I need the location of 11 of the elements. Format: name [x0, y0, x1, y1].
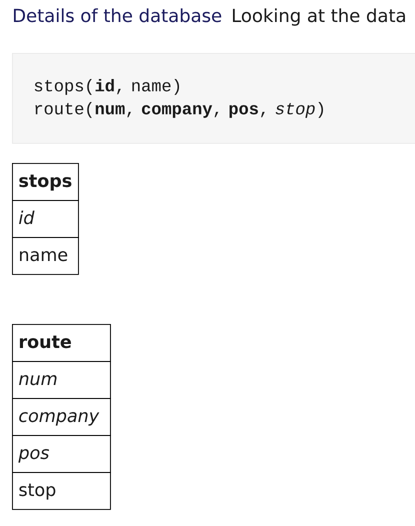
table-cell: num — [12, 361, 111, 399]
table-cell: name — [12, 237, 79, 275]
table-header-cell: route — [12, 324, 111, 362]
table-cell: company — [12, 398, 111, 436]
table-cell: stop — [12, 472, 111, 510]
table-header-cell: stops — [12, 163, 79, 201]
table-cell: pos — [12, 435, 111, 473]
heading: Details of the database — [14, 8, 222, 22]
intro-text: Looking at the data — [232, 8, 405, 26]
table-cell: id — [12, 200, 79, 238]
code-block: stops(id, name) route(num, company, pos, stop) — [12, 53, 415, 144]
